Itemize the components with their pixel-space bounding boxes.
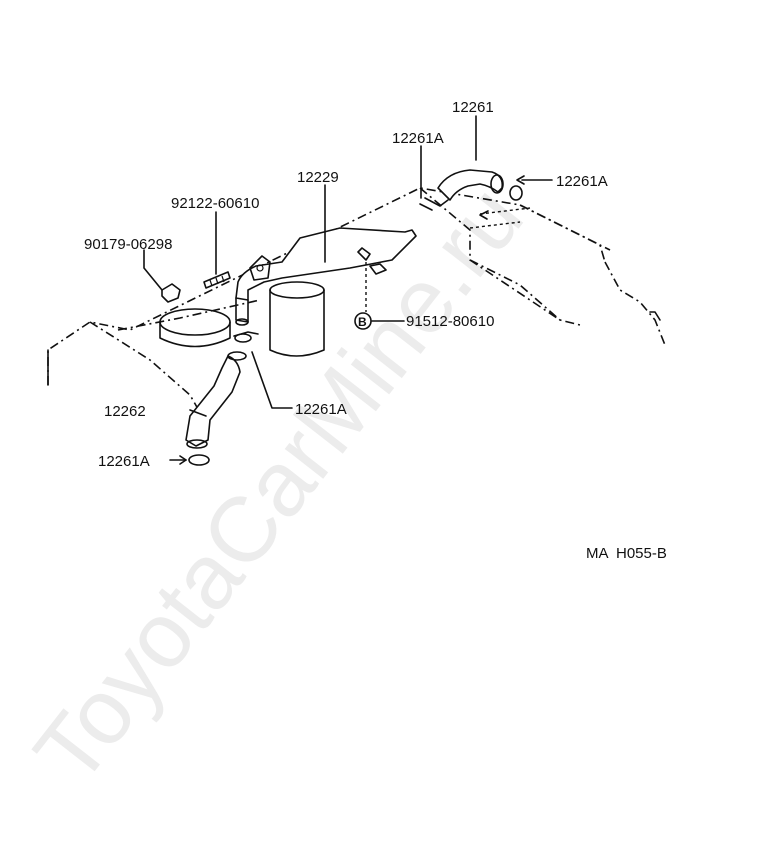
drawing-code: MA H055-B (586, 545, 667, 562)
label-90179-06298: 90179-06298 (84, 236, 172, 253)
leader-lines (143, 115, 553, 465)
label-92122-60610: 92122-60610 (171, 195, 259, 212)
clip-nut (161, 283, 181, 303)
label-12261a-bottom: 12261A (98, 453, 150, 470)
hose-12261 (419, 169, 523, 211)
label-12261: 12261 (452, 99, 494, 116)
label-12261a-top: 12261A (392, 130, 444, 147)
label-12262: 12262 (104, 403, 146, 420)
canister-body (159, 281, 325, 357)
b-badge: B (354, 312, 372, 330)
label-12261a-mid: 12261A (295, 401, 347, 418)
label-12261a-right: 12261A (556, 173, 608, 190)
pipe-12229 (235, 227, 417, 326)
engine-outline (47, 187, 666, 431)
b-badge-letter: B (358, 315, 367, 329)
label-91512-80610: 91512-80610 (406, 313, 494, 330)
hose-12262 (185, 333, 252, 466)
label-12229: 12229 (297, 169, 339, 186)
stud-bolt (203, 271, 231, 289)
